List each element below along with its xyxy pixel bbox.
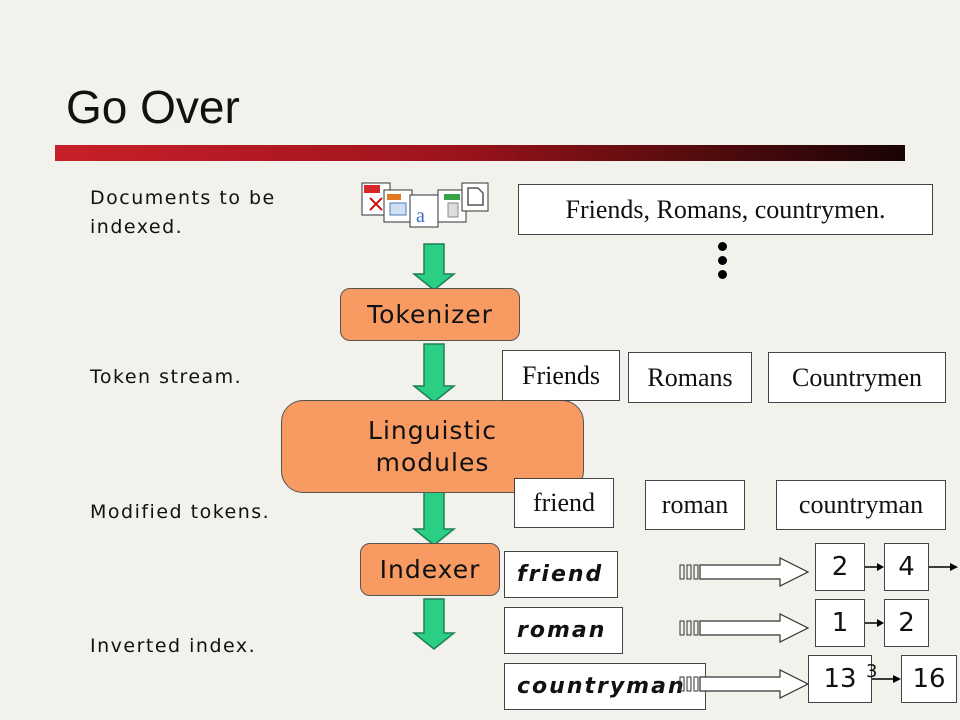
posting-box: 4 (884, 543, 929, 591)
down-arrow-1 (411, 243, 457, 291)
posting-box: 2 (884, 599, 929, 647)
token-box: Countrymen (768, 352, 946, 403)
documents-label: Documents to be indexed. (90, 187, 276, 238)
spreadsheet-file-icon (383, 189, 413, 223)
ellipsis-dot (718, 242, 727, 251)
posting-link-arrow (865, 563, 884, 571)
ellipsis-dot (718, 256, 727, 265)
posting-box: 16 (901, 655, 957, 703)
down-arrow-3 (411, 486, 457, 546)
pointer-arrow-2 (679, 613, 810, 643)
inverted-index-label: Inverted index. (90, 635, 257, 657)
svg-text:a: a (416, 205, 425, 227)
slide-title: Go Over (66, 81, 240, 133)
pointer-arrow-3 (679, 669, 810, 699)
document-icons-group: a (360, 180, 495, 230)
image-file-icon (437, 189, 467, 223)
ellipsis-dot (718, 270, 727, 279)
word-file-icon: a (409, 194, 439, 228)
index-term-box: friend (504, 551, 618, 598)
token-box: Friends (502, 350, 620, 401)
source-text-box: Friends, Romans, countrymen. (518, 184, 933, 235)
blank-file-icon (461, 182, 489, 212)
modified-token-box: countryman (776, 480, 946, 530)
posting-link-arrow (865, 619, 884, 627)
posting-box: 13 (808, 655, 872, 703)
posting-link-arrow (872, 675, 901, 683)
token-box: Romans (628, 352, 752, 403)
linguistic-modules-stage: Linguistic modules (281, 400, 584, 493)
modified-token-box: friend (514, 478, 614, 528)
posting-box: 1 (815, 599, 865, 647)
posting-link-arrow (929, 563, 958, 571)
down-arrow-4 (411, 598, 457, 650)
modified-tokens-label: Modified tokens. (90, 501, 271, 523)
title-underline-bar (55, 145, 905, 161)
posting-box: 2 (815, 543, 865, 591)
pointer-arrow-1 (679, 557, 810, 587)
index-term-box: roman (504, 607, 623, 654)
index-term-box: countryman (504, 663, 706, 710)
token-stream-label: Token stream. (90, 366, 243, 388)
tokenizer-stage: Tokenizer (340, 288, 520, 341)
indexer-stage: Indexer (360, 543, 500, 596)
page-number: 3 (866, 661, 878, 682)
modified-token-box: roman (645, 480, 745, 530)
down-arrow-2 (411, 343, 457, 403)
